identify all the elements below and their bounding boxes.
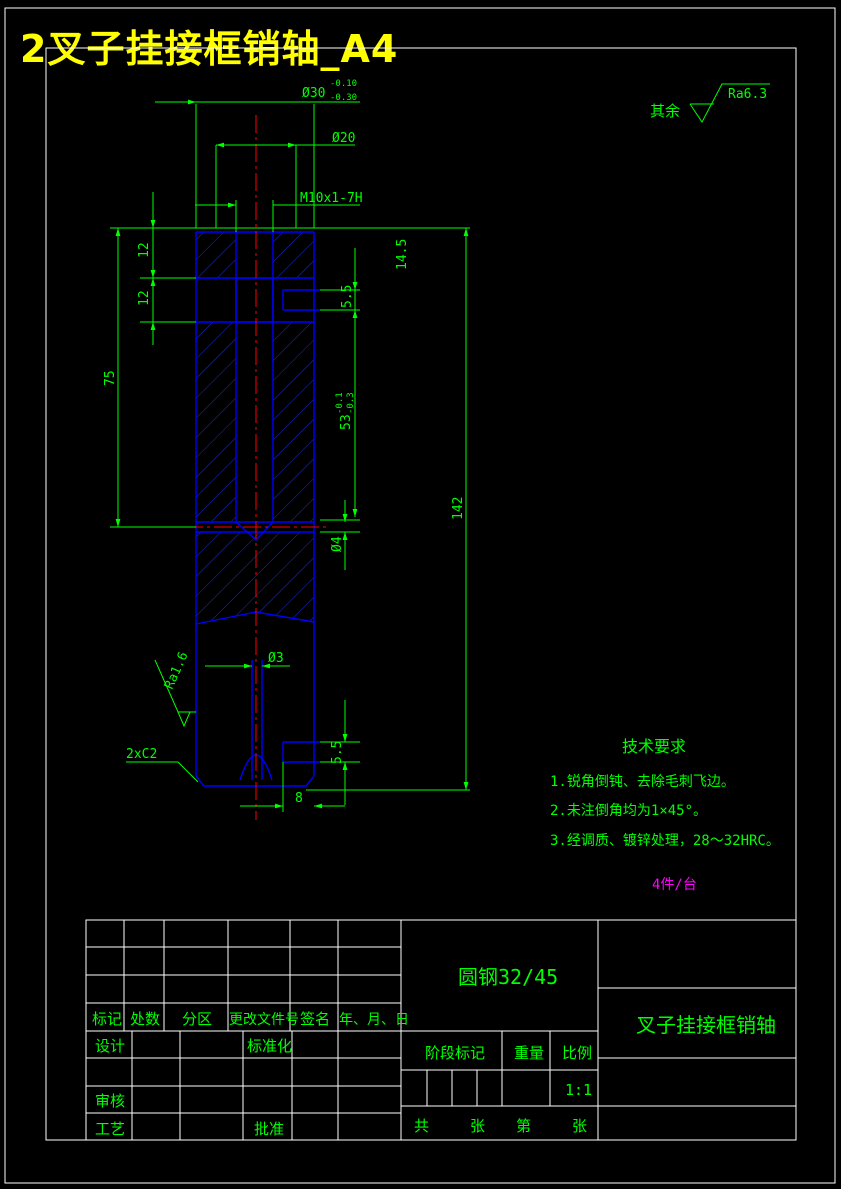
tb-scale-label: 比例 (562, 1044, 592, 1062)
tb-stage-mark: 阶段标记 (425, 1044, 485, 1062)
tb-scale: 1:1 (565, 1081, 592, 1099)
tech-item-1: 1.锐角倒钝、去除毛刺飞边。 (550, 774, 735, 790)
tb-rev-doc: 更改文件号 (229, 1012, 299, 1028)
dim-outer-dia: Ø30 (302, 86, 325, 101)
tb-part-name: 叉子挂接框销轴 (636, 1013, 776, 1037)
tb-weight: 重量 (514, 1044, 544, 1062)
tb-design: 设计 (95, 1037, 125, 1055)
tb-sheet-no: 第 (516, 1117, 531, 1135)
dim-5-5-bottom: 5.5 (330, 741, 345, 764)
tb-rev-mark: 标记 (92, 1010, 122, 1028)
surface-finish-value: Ra6.3 (728, 87, 767, 102)
tb-sheet-suffix: 张 (572, 1117, 587, 1135)
tb-rev-count: 处数 (130, 1010, 160, 1028)
tb-check: 审核 (95, 1092, 125, 1110)
dim-14-5: 14.5 (395, 239, 410, 270)
technical-requirements: 技术要求 1.锐角倒钝、去除毛刺飞边。 2.未注倒角均为1×45°。 3.经调质… (550, 737, 780, 893)
inner-border (45, 47, 797, 1141)
tech-item-2: 2.未注倒角均为1×45°。 (550, 803, 707, 819)
outer-border (4, 7, 836, 1184)
dim-phi3: Ø3 (268, 651, 284, 666)
dim-5-5-top: 5.5 (340, 285, 355, 308)
hatch-right-upper (273, 232, 314, 522)
dim-outer-tol-upper: -0.10 (330, 79, 357, 89)
quantity-note: 4件/台 (652, 877, 697, 893)
hatch-lower (196, 532, 314, 624)
tb-sheets: 张 (470, 1117, 485, 1135)
roughness-local: Ra1.6 (162, 650, 192, 692)
dim-phi4: Ø4 (330, 536, 345, 552)
tb-material: 圆钢32/45 (458, 965, 558, 989)
surface-finish-label: 其余 (650, 102, 680, 120)
tb-standardize: 标准化 (247, 1037, 292, 1055)
title-block-grid (85, 919, 797, 1141)
dim-8: 8 (295, 791, 303, 806)
tech-heading: 技术要求 (622, 737, 686, 756)
dim-53-tol-upper: -0.1 (335, 392, 345, 414)
dimension-texts: Ø30 -0.10 -0.30 Ø20 M10x1-7H 12 12 75 14… (103, 79, 767, 806)
dim-inner-dia: Ø20 (332, 131, 355, 146)
tb-total: 共 (414, 1117, 429, 1135)
tb-approve: 批准 (254, 1120, 284, 1138)
tb-process: 工艺 (95, 1120, 125, 1138)
dim-12-b: 12 (137, 290, 152, 306)
tb-rev-date: 年、月、日 (339, 1012, 409, 1028)
dim-75: 75 (103, 370, 118, 386)
document-title: 2叉子挂接框销轴_A4 (20, 27, 399, 71)
part-section (185, 115, 330, 820)
tech-item-3: 3.经调质、镀锌处理，28～32HRC。 (550, 832, 780, 849)
dim-thread: M10x1-7H (300, 191, 363, 206)
title-block-text: 标记 处数 分区 更改文件号 签名 年、月、日 设计 标准化 审核 工艺 批准 … (92, 965, 776, 1138)
hatch-left-upper (196, 232, 236, 522)
dim-53-tol-lower: -0.3 (346, 392, 356, 414)
tb-rev-sign: 签名 (300, 1010, 330, 1028)
dim-chamfer: 2xC2 (126, 747, 157, 762)
dim-outer-tol-lower: -0.30 (330, 93, 357, 103)
dim-142: 142 (451, 497, 466, 520)
dim-12-a: 12 (137, 242, 152, 258)
dimension-lines (110, 83, 770, 812)
dim-53: 53 (339, 414, 354, 430)
tb-rev-zone: 分区 (182, 1010, 212, 1028)
